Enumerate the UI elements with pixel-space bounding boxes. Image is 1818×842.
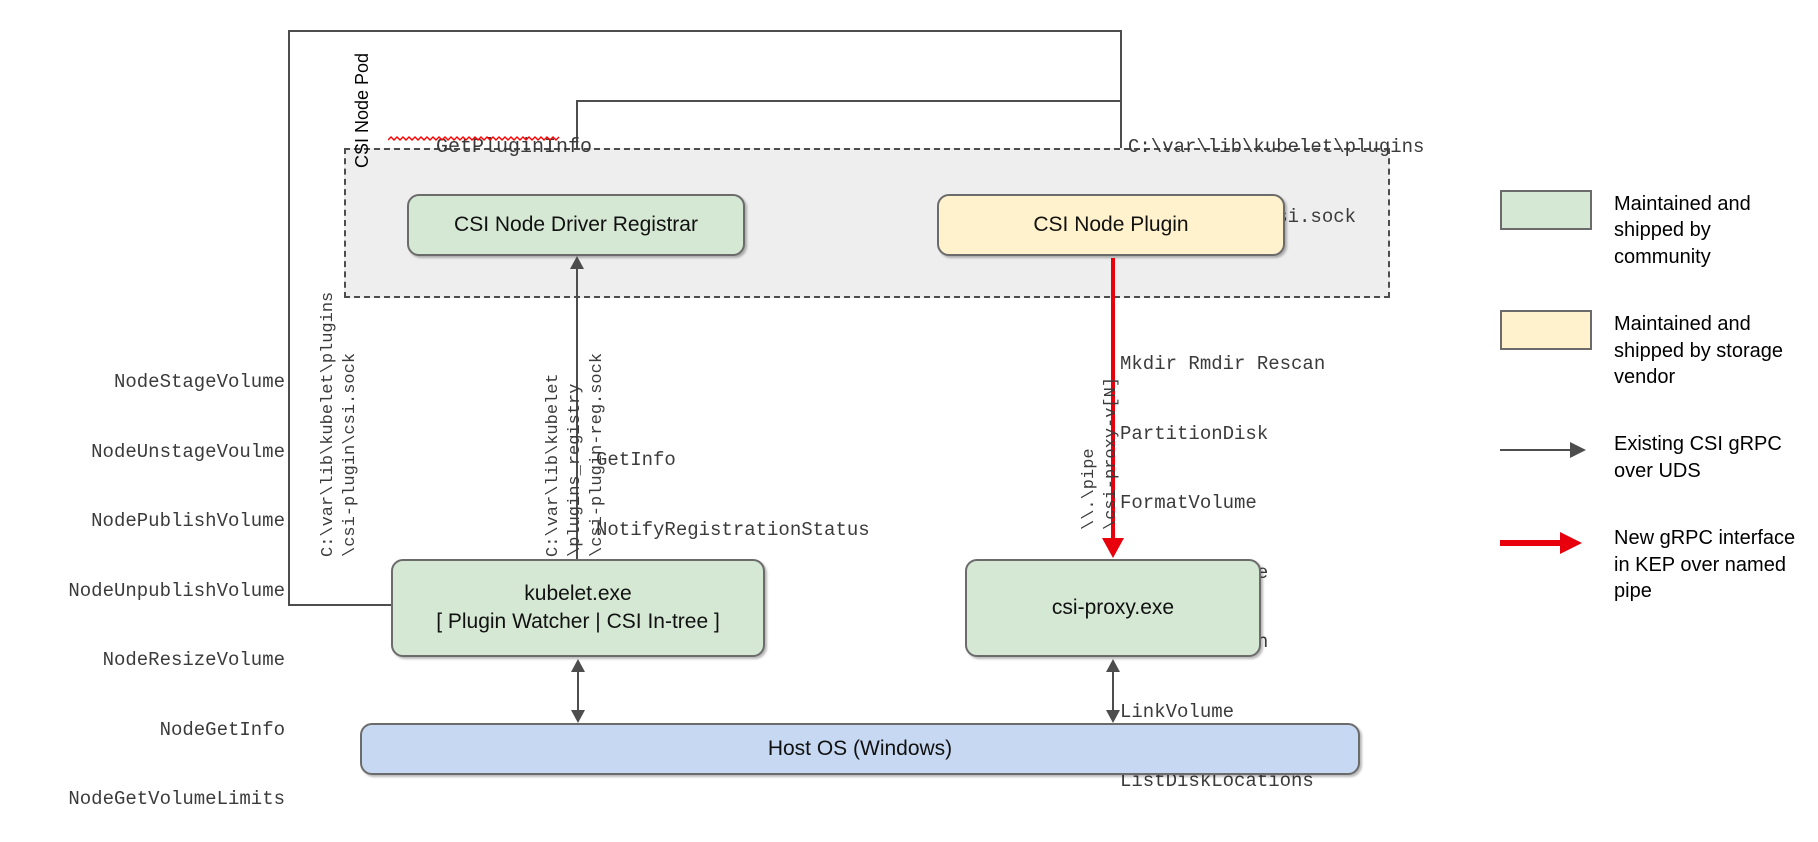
legend-label-existing-grpc: Existing CSI gRPC over UDS bbox=[1614, 433, 1782, 482]
csi-proxy-operation-item: LinkVolume bbox=[1120, 700, 1235, 723]
connector-node-plugin-to-csi-proxy-line bbox=[1111, 258, 1115, 540]
csi-plugin-socket-path-line2: \csi-plugin\csi.sock bbox=[341, 352, 361, 557]
csi-proxy-operation-item: Mkdir Rmdir Rescan bbox=[1120, 353, 1326, 376]
legend-arrow-existing-grpc-icon bbox=[1500, 430, 1592, 470]
legend-label-community: Maintained and shipped by community bbox=[1614, 193, 1751, 268]
legend-item-community: Maintained and shipped by community bbox=[1500, 190, 1810, 270]
connector-getplugininfo-horizontal bbox=[576, 100, 1122, 102]
legend: Maintained and shipped by community Main… bbox=[1500, 190, 1810, 644]
csi-proxy-operation-item: ListDiskLocations bbox=[1120, 770, 1314, 793]
registration-call-notify: NotifyRegistrationStatus bbox=[596, 518, 870, 541]
legend-label-storage-vendor: Maintained and shipped by storage vendor bbox=[1614, 313, 1784, 388]
box-kubelet-exe-sublabel: [ Plugin Watcher | CSI In-tree ] bbox=[436, 610, 720, 633]
box-csi-proxy-exe[interactable]: csi-proxy.exe bbox=[965, 559, 1261, 657]
connector-kubelet-left-stub bbox=[288, 604, 393, 606]
legend-arrow-new-grpc-icon bbox=[1500, 524, 1592, 564]
connector-kubelet-to-plugin-top bbox=[288, 30, 1122, 32]
connector-kubelet-to-host-os-arrow-down bbox=[571, 710, 585, 723]
box-host-os-label: Host OS (Windows) bbox=[767, 736, 953, 760]
legend-item-existing-grpc: Existing CSI gRPC over UDS bbox=[1500, 430, 1810, 484]
box-csi-node-plugin-label: CSI Node Plugin bbox=[1033, 212, 1189, 236]
legend-item-new-grpc: New gRPC interface in KEP over named pip… bbox=[1500, 524, 1810, 604]
connector-csi-proxy-to-host-os-arrow-down bbox=[1106, 710, 1120, 723]
node-operation-item: NodeGetVolumeLimits bbox=[68, 788, 285, 811]
node-operation-item: NodeUnpublishVolume bbox=[68, 579, 285, 602]
csi-plugin-socket-path-line1: C:\var\lib\kubelet\plugins bbox=[319, 291, 339, 557]
csi-node-pod-label: CSI Node Pod bbox=[352, 52, 372, 168]
node-operation-item: NodeGetInfo bbox=[159, 718, 285, 741]
label-get-plugin-info: GetPluginInfo bbox=[388, 113, 592, 205]
spellcheck-squiggle-icon bbox=[388, 136, 560, 141]
box-csi-proxy-exe-label: csi-proxy.exe bbox=[1051, 595, 1175, 619]
named-pipe-path-line1: \\.\pipe bbox=[1080, 448, 1100, 530]
node-operation-item: NodeUnstageVoulme bbox=[91, 440, 285, 463]
legend-item-storage-vendor: Maintained and shipped by storage vendor bbox=[1500, 310, 1810, 390]
box-csi-node-driver-registrar[interactable]: CSI Node Driver Registrar bbox=[407, 194, 745, 256]
node-operation-item: NodeStageVolume bbox=[113, 371, 285, 394]
connector-csi-proxy-to-host-os-arrow-up bbox=[1106, 659, 1120, 672]
connector-kubelet-to-host-os-arrow-up bbox=[571, 659, 585, 672]
connector-csi-proxy-to-host-os-line bbox=[1112, 670, 1114, 712]
box-csi-node-driver-registrar-label: CSI Node Driver Registrar bbox=[454, 212, 698, 236]
named-pipe-path-line2: \csi-proxy-v[N] bbox=[1102, 376, 1122, 530]
connector-kubelet-to-plugin-vertical-left bbox=[288, 30, 290, 604]
csi-sock-path-line1: C:\var\lib\kubelet\plugins bbox=[1128, 136, 1425, 159]
box-kubelet-exe-label: kubelet.exe bbox=[524, 581, 632, 605]
legend-swatch-storage-vendor bbox=[1500, 310, 1592, 351]
box-kubelet-exe[interactable]: kubelet.exe [ Plugin Watcher | CSI In-tr… bbox=[391, 559, 765, 657]
box-csi-node-plugin[interactable]: CSI Node Plugin bbox=[937, 194, 1285, 256]
connector-kubelet-to-host-os-line bbox=[577, 670, 579, 712]
csi-proxy-operation-item: ListDiskIDs bbox=[1120, 840, 1325, 842]
node-operation-item: NodeResizeVolume bbox=[102, 649, 285, 672]
csi-proxy-operation-item: PartitionDisk bbox=[1120, 422, 1269, 445]
registration-call-getinfo: GetInfo bbox=[596, 449, 676, 472]
connector-node-plugin-to-csi-proxy-arrowhead bbox=[1102, 538, 1124, 558]
connector-registrar-registration-arrowhead bbox=[570, 256, 584, 269]
plugins-registry-path-line1: C:\var\lib\kubelet bbox=[544, 373, 564, 557]
label-csi-plugin-socket-path-vertical: C:\var\lib\kubelet\plugins\csi-plugin\cs… bbox=[296, 292, 384, 557]
get-plugin-info-text: GetPluginInfo bbox=[436, 136, 593, 159]
connector-registrar-registration-vertical bbox=[576, 268, 578, 559]
plugins-registry-path-line2: \plugins_registry bbox=[566, 383, 586, 557]
legend-label-new-grpc: New gRPC interface in KEP over named pip… bbox=[1614, 527, 1796, 602]
legend-swatch-community bbox=[1500, 190, 1592, 230]
node-operation-item: NodePublishVolume bbox=[91, 510, 285, 533]
csi-proxy-operation-item: FormatVolume bbox=[1120, 492, 1257, 515]
box-host-os[interactable]: Host OS (Windows) bbox=[360, 723, 1360, 775]
list-node-operations: NodeStageVolume NodeUnstageVoulme NodePu… bbox=[10, 325, 285, 842]
label-registration-calls: GetInfo NotifyRegistrationStatus bbox=[596, 403, 870, 588]
connector-plugin-drop-vertical bbox=[1120, 30, 1122, 180]
